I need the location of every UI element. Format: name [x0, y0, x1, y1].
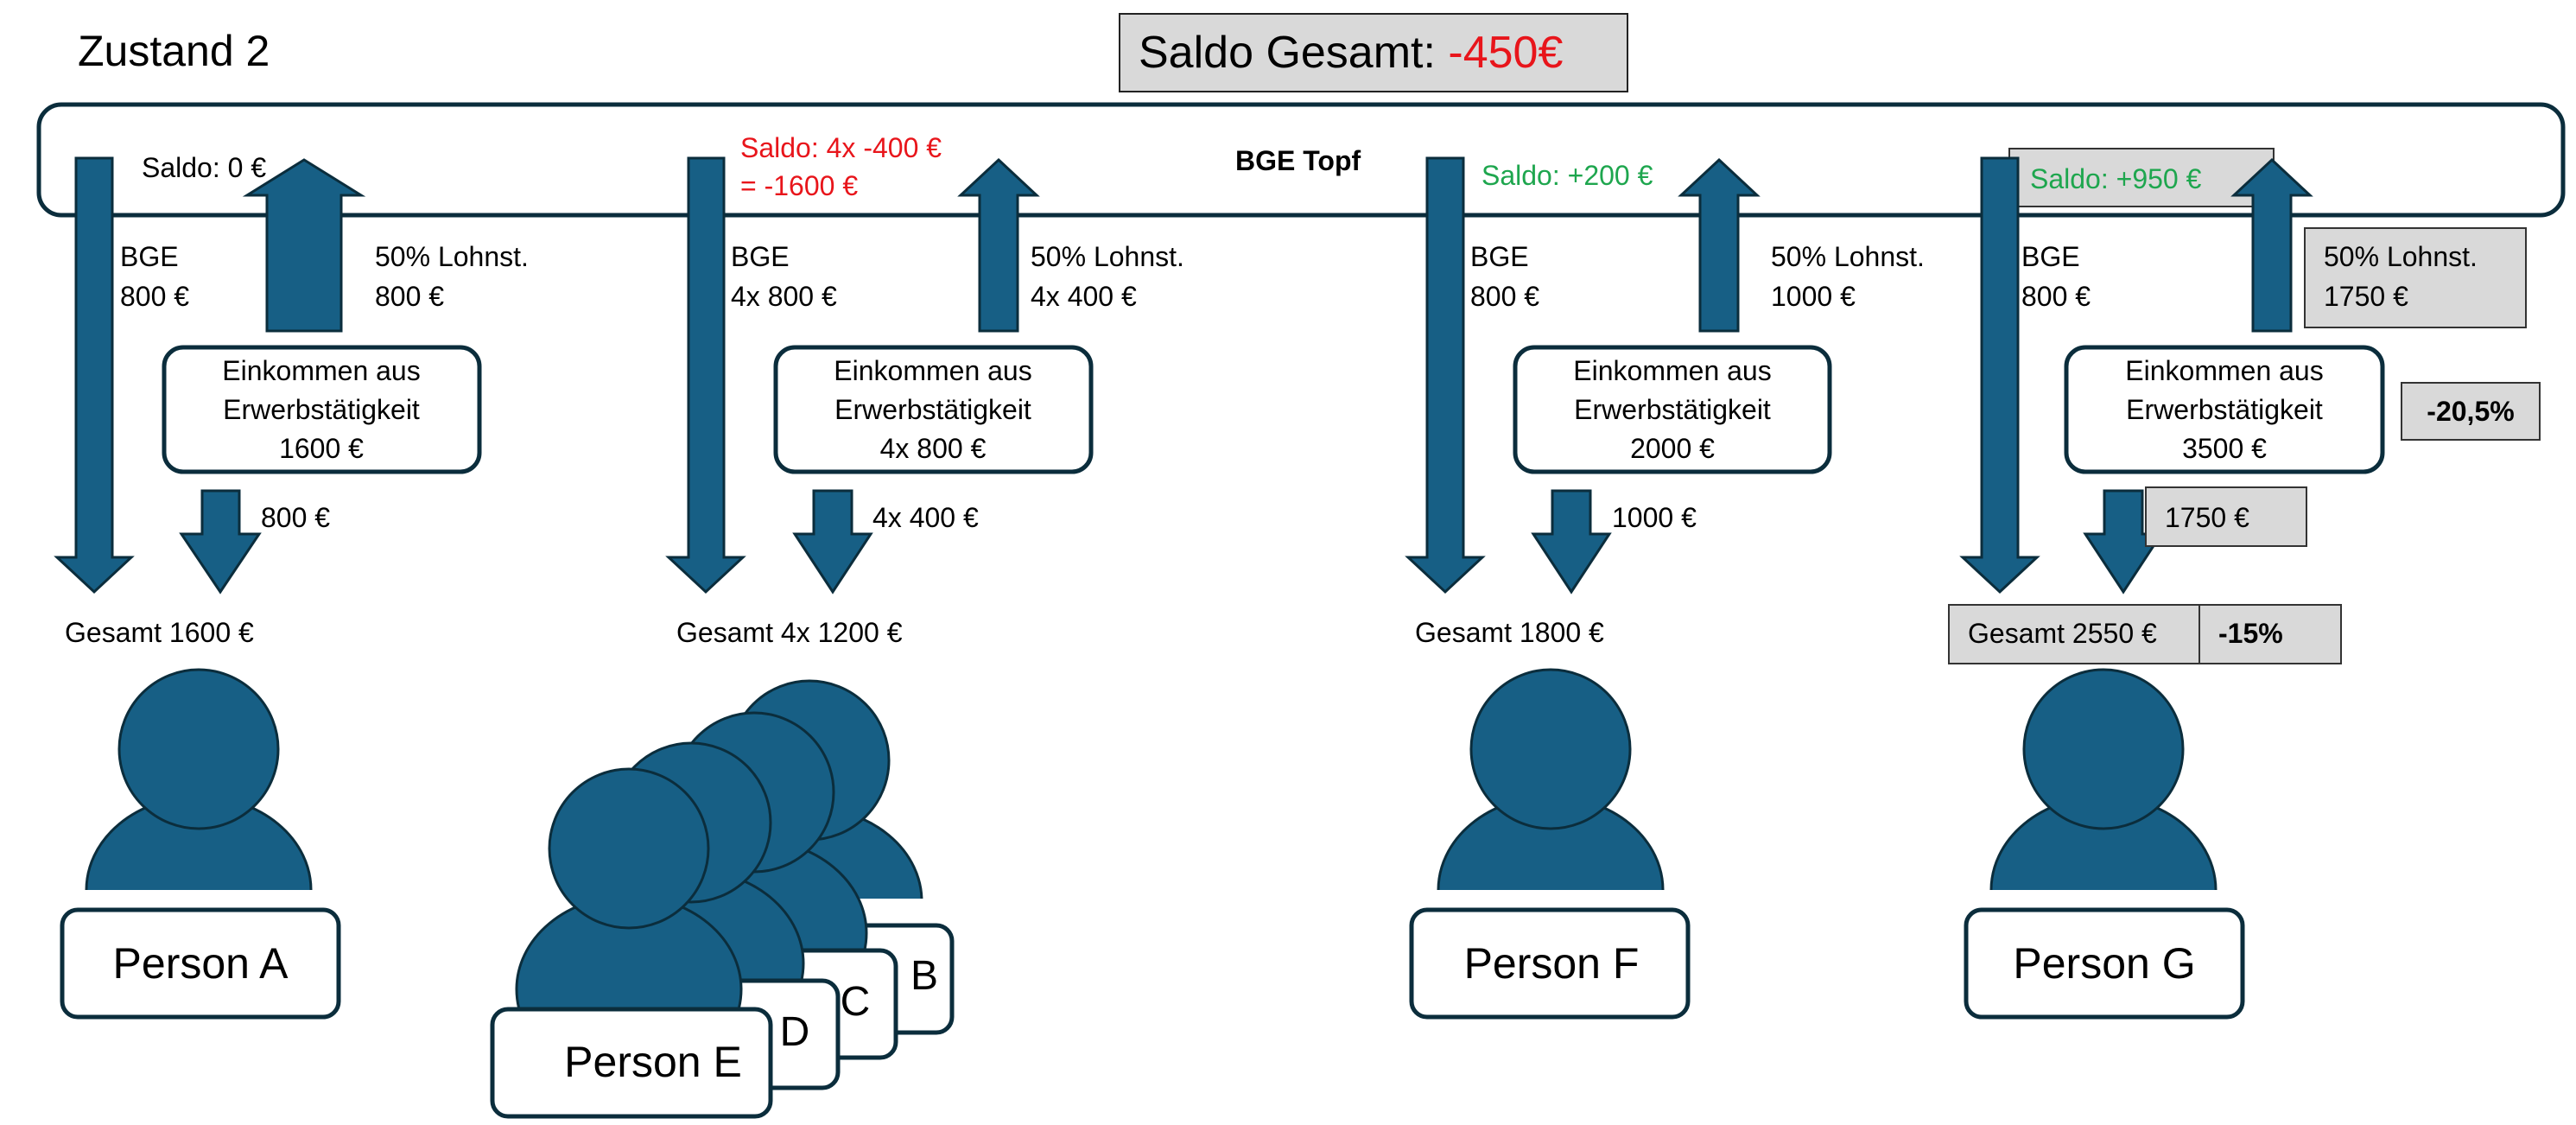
net-label: 1000 € — [1612, 502, 1697, 533]
total-label: Gesamt 1600 € — [65, 617, 254, 648]
income-change-box — [2401, 382, 2541, 441]
person-name: Person A — [113, 939, 289, 988]
person-name: Person G — [2013, 939, 2195, 988]
income-box — [162, 345, 482, 474]
saldo-gesamt-label: Saldo Gesamt: — [1139, 28, 1448, 78]
person-name: C — [841, 979, 871, 1025]
person-name: Person F — [1464, 939, 1640, 988]
tax-arrow-up — [242, 158, 366, 333]
tax-label: 50% Lohnst.4x 400 € — [1031, 241, 1184, 312]
total-label: Gesamt 4x 1200 € — [676, 617, 903, 648]
bge-arrow-down — [1405, 156, 1486, 594]
net-label: 800 € — [261, 502, 330, 533]
total-label: Gesamt 1800 € — [1415, 617, 1604, 648]
tax-label: 50% Lohnst.1000 € — [1771, 241, 1925, 312]
svg-text:Saldo Gesamt: -450€: Saldo Gesamt: -450€ — [1139, 28, 1563, 78]
total-change-label: -15% — [2218, 618, 2283, 649]
net-arrow-down — [179, 489, 262, 594]
tax-arrow-up — [1678, 157, 1761, 333]
person-box — [490, 1007, 773, 1119]
income-box — [2064, 345, 2385, 474]
bge-pot — [36, 102, 2566, 218]
bge-arrow-down — [1959, 156, 2040, 594]
page-title: Zustand 2 — [78, 27, 270, 75]
saldo-gesamt-box: Saldo Gesamt: -450€ — [1119, 13, 1628, 92]
person-icon — [1437, 668, 1665, 890]
saldo-label: Saldo: 4x -400 €= -1600 € — [740, 132, 942, 201]
person-name: B — [910, 953, 938, 999]
total-highlight-box — [1948, 604, 2200, 664]
tax-label: 50% Lohnst.1750 € — [2324, 241, 2478, 312]
person-box — [1964, 907, 2245, 1020]
saldo-gesamt-value: -450€ — [1448, 28, 1563, 78]
net-arrow-down — [792, 489, 873, 594]
person-name: D — [780, 1009, 810, 1055]
saldo-label: Saldo: 0 € — [142, 152, 266, 183]
saldo-label: Saldo: +950 € — [2030, 163, 2202, 194]
net-highlight-box — [2145, 486, 2307, 547]
person-name: Person E — [564, 1038, 742, 1086]
tax-arrow-up — [957, 157, 1040, 333]
person-icon — [515, 767, 743, 1008]
person-box — [1409, 907, 1691, 1020]
person-e: Person E — [490, 767, 773, 1119]
person-icon — [1989, 668, 2218, 890]
net-arrow-down — [2083, 489, 2164, 594]
income-box — [773, 345, 1094, 474]
person-box — [60, 907, 341, 1020]
bge-arrow-down — [665, 156, 746, 594]
person-icon — [85, 668, 313, 890]
tax-highlight-box — [2304, 227, 2527, 328]
net-arrow-down — [1531, 489, 1612, 594]
income-change-label: -20,5% — [2427, 396, 2514, 427]
tax-arrow-up — [2230, 157, 2313, 333]
bge-arrow-down — [54, 156, 135, 594]
net-label: 4x 400 € — [872, 502, 979, 533]
total-label: Gesamt 2550 € — [1968, 618, 2157, 649]
total-change-box — [2198, 604, 2342, 664]
tax-label: 50% Lohnst.800 € — [375, 241, 529, 312]
bge-pot-label: BGE Topf — [1235, 145, 1361, 176]
income-box — [1513, 345, 1832, 474]
saldo-highlight-box — [2008, 148, 2275, 207]
saldo-label: Saldo: +200 € — [1482, 160, 1653, 191]
net-label: 1750 € — [2165, 502, 2249, 533]
